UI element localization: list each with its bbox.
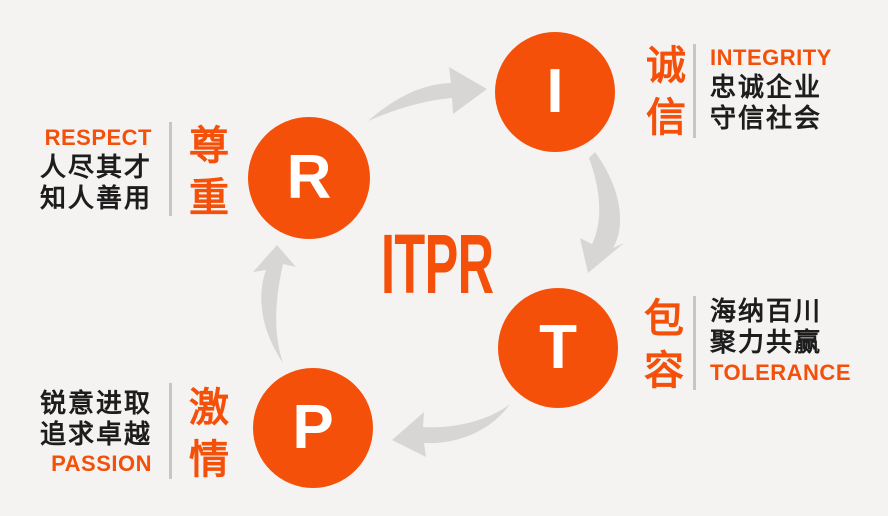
node-circle-passion: P: [253, 368, 373, 488]
respect-cn-line-1: 人尽其才: [39, 152, 152, 182]
node-circle-respect: R: [248, 117, 370, 239]
integrity-cn-word: 诚信: [640, 44, 684, 148]
diagram-title: ITPR: [381, 217, 494, 311]
node-circle-tolerance: T: [498, 288, 618, 408]
respect-text-block: RESPECT 人尽其才 知人善用: [20, 124, 152, 214]
node-circle-integrity: I: [495, 32, 615, 152]
integrity-text-block: INTEGRITY 忠诚企业 守信社会: [710, 44, 832, 134]
tolerance-cn-word: 包容: [638, 297, 682, 401]
passion-divider: [169, 383, 172, 479]
node-letter-respect: R: [286, 143, 332, 212]
passion-english-label: PASSION: [51, 451, 152, 476]
integrity-cn-line-1: 忠诚企业: [710, 72, 823, 102]
arrow-i-to-t-icon: [580, 152, 624, 273]
tolerance-english-label: TOLERANCE: [710, 360, 851, 385]
node-letter-tolerance: T: [539, 313, 577, 382]
arrow-r-to-i-icon: [368, 67, 487, 121]
tolerance-cn-line-1: 海纳百川: [710, 296, 823, 326]
integrity-divider: [693, 44, 696, 138]
integrity-cn-line-2: 守信社会: [710, 103, 823, 133]
tolerance-text-block: 海纳百川 聚力共赢 TOLERANCE: [710, 296, 851, 388]
respect-english-label: RESPECT: [44, 125, 152, 150]
integrity-english-label: INTEGRITY: [710, 45, 832, 70]
tolerance-cn-line-2: 聚力共赢: [710, 327, 823, 357]
node-letter-integrity: I: [546, 57, 564, 126]
node-letter-passion: P: [292, 393, 334, 462]
passion-cn-line-1: 锐意进取: [39, 388, 152, 418]
respect-cn-word: 尊重: [183, 124, 227, 228]
passion-text-block: 锐意进取 追求卓越 PASSION: [20, 388, 152, 478]
respect-divider: [169, 122, 172, 216]
passion-cn-line-2: 追求卓越: [39, 419, 152, 449]
tolerance-divider: [693, 296, 696, 390]
arrow-p-to-r-icon: [253, 245, 296, 363]
passion-cn-word: 激情: [183, 386, 227, 490]
respect-cn-line-2: 知人善用: [39, 183, 152, 213]
arrow-t-to-p-icon: [392, 404, 510, 457]
